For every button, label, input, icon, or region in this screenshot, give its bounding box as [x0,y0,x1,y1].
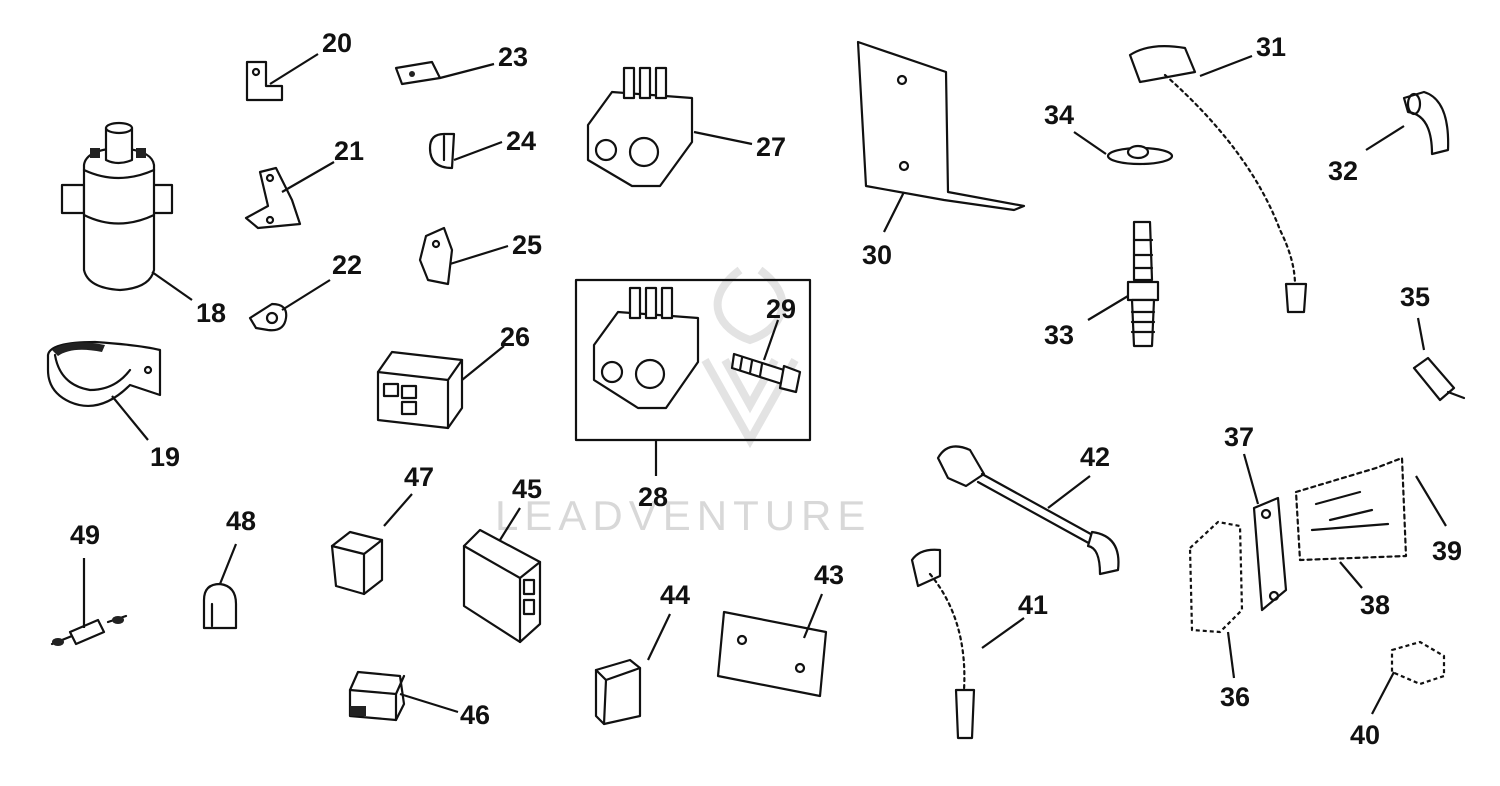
callout-35: 35 [1400,282,1430,312]
part-33-spark-plug[interactable] [1126,220,1160,348]
callout-31: 31 [1256,32,1286,62]
callout-25: 25 [512,230,542,260]
callout-19: 19 [150,442,180,472]
part-23-plate[interactable] [394,60,442,86]
part-46-connector[interactable] [348,670,406,722]
callout-23: 23 [498,42,528,72]
part-21-bracket[interactable] [244,166,302,230]
part-44-connector[interactable] [594,658,642,726]
part-40-block[interactable] [1390,640,1446,686]
part-34-washer[interactable] [1106,144,1174,166]
part-18-ignition-coil[interactable] [60,121,174,292]
part-43-plate[interactable] [716,610,828,698]
part-27-regulator[interactable] [586,66,694,188]
callout-26: 26 [500,322,530,352]
part-24-clip[interactable] [428,132,456,170]
part-42-wire[interactable] [936,445,1120,576]
part-37-plate[interactable] [1252,496,1288,612]
part-31-spark-plug-wire[interactable] [1128,45,1308,314]
part-35-condenser[interactable] [1412,356,1466,402]
callout-45: 45 [512,474,542,504]
callout-28: 28 [638,482,668,512]
callout-18: 18 [196,298,226,328]
callout-42: 42 [1080,442,1110,472]
part-28-regulator-kit[interactable] [574,278,812,442]
callout-30: 30 [862,240,892,270]
callout-47: 47 [404,462,434,492]
part-19-coil-clamp[interactable] [46,340,162,407]
callout-22: 22 [332,250,362,280]
callout-44: 44 [660,580,690,610]
callout-48: 48 [226,506,256,536]
callout-32: 32 [1328,156,1358,186]
part-36-module[interactable] [1188,520,1244,634]
callout-34: 34 [1044,100,1074,130]
watermark: LEADVENTURE [495,266,871,539]
callout-29: 29 [766,294,796,324]
callout-39: 39 [1432,536,1462,566]
callout-36: 36 [1220,682,1250,712]
callout-40: 40 [1350,720,1380,750]
watermark-text: LEADVENTURE [495,492,871,539]
part-22-clip[interactable] [248,302,288,332]
leader-lines [82,53,1447,715]
part-32-boot[interactable] [1402,90,1450,156]
callout-21: 21 [334,136,364,166]
part-49-fuse-holder[interactable] [50,614,128,646]
callout-20: 20 [322,28,352,58]
callout-49: 49 [70,520,100,550]
callout-43: 43 [814,560,844,590]
callout-33: 33 [1044,320,1074,350]
part-38-bracket[interactable] [1294,456,1408,562]
part-20-bracket[interactable] [245,60,284,102]
callout-37: 37 [1224,422,1254,452]
callout-46: 46 [460,700,490,730]
part-45-connector[interactable] [462,528,542,644]
part-26-connector[interactable] [376,350,464,430]
callout-38: 38 [1360,590,1390,620]
callout-41: 41 [1018,590,1048,620]
callout-labels: 18 19 20 21 22 23 24 25 26 27 28 29 30 3… [70,28,1462,750]
part-48-cap[interactable] [202,582,238,630]
part-41-wire[interactable] [910,548,976,740]
part-25-clip[interactable] [418,226,454,286]
part-47-connector[interactable] [330,530,384,596]
callout-24: 24 [506,126,536,156]
part-30-l-bracket[interactable] [856,40,1026,212]
part-29-bolt[interactable] [730,352,802,394]
callout-27: 27 [756,132,786,162]
